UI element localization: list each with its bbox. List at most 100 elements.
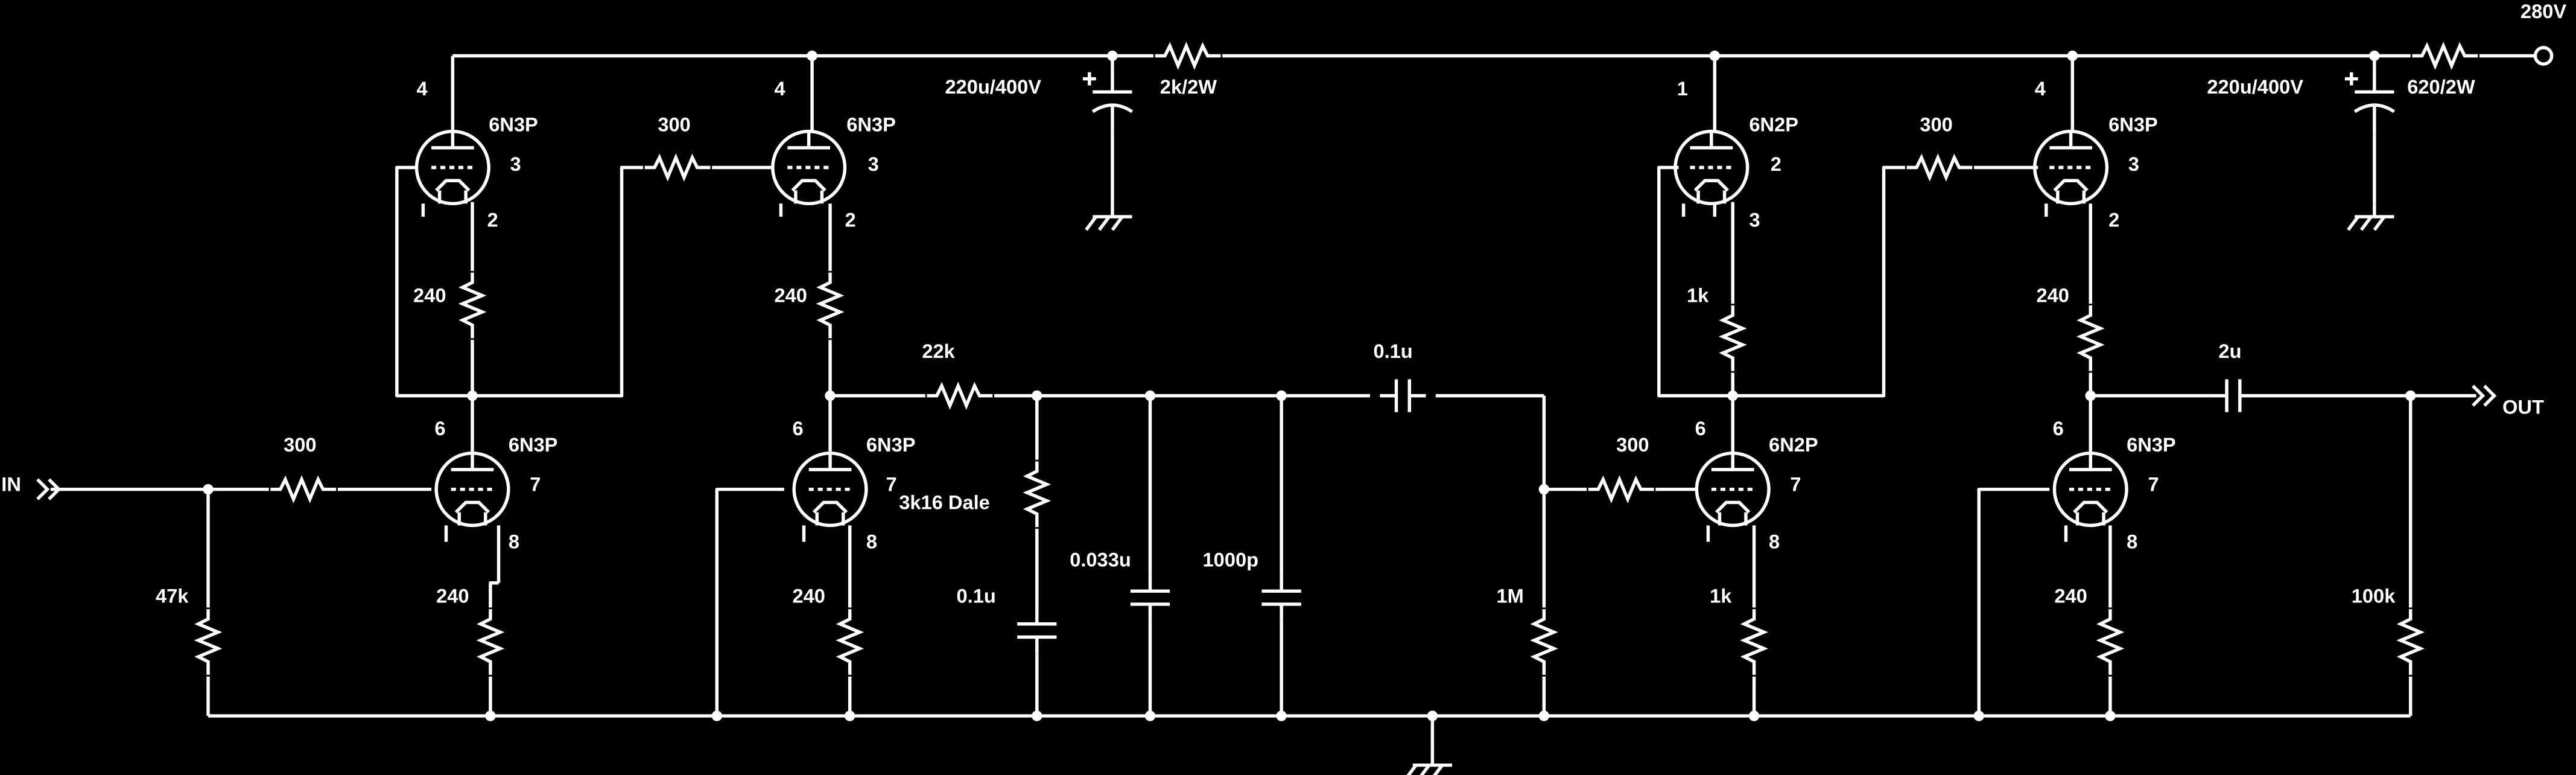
pin-label: 4 — [417, 77, 428, 100]
tube-type: 6N3P — [2127, 433, 2176, 456]
resistor-icon — [1723, 305, 1743, 371]
capacitor-label: 0.1u — [956, 584, 995, 607]
capacitor: 0.1u — [956, 584, 1056, 653]
tube-v4-upper: 6N3P 4 3 2 — [2035, 77, 2158, 231]
triode-icon — [417, 132, 489, 204]
resistor-icon — [2101, 609, 2121, 675]
resistor: 22k — [922, 340, 992, 406]
junction-dot — [485, 710, 496, 721]
triode-icon — [1696, 453, 1769, 526]
junction-dot — [711, 710, 723, 721]
resistor-label: 620/2W — [2407, 75, 2475, 98]
tube-v3-lower: 6N2P 6 7 8 — [1695, 417, 1818, 553]
resistor-label: 47k — [156, 584, 189, 607]
resistor-label: 1k — [1687, 284, 1709, 307]
capacitor-label: 220u/400V — [2207, 75, 2303, 98]
resistor: 1M — [1496, 584, 1553, 675]
junction-dot — [1144, 710, 1156, 721]
resistor-icon — [820, 273, 840, 339]
pin-label: 4 — [775, 77, 785, 100]
tube-type: 6N3P — [866, 433, 916, 456]
junction-dot — [203, 483, 214, 495]
resistor: 240 — [2054, 584, 2120, 675]
resistor: 300 — [270, 433, 336, 499]
resistor-label: 300 — [284, 433, 316, 456]
output-label: OUT — [2502, 396, 2544, 418]
resistor-label: 300 — [658, 113, 690, 136]
resistor-icon — [2400, 609, 2420, 675]
tube-v1-upper: 6N3P 4 3 2 — [417, 77, 538, 231]
pin-label: 3 — [868, 153, 879, 175]
resistor: 620/2W — [2407, 46, 2478, 98]
junction-dot — [844, 710, 855, 721]
pin-label: 2 — [1771, 153, 1781, 175]
capacitor-label: 0.033u — [1070, 549, 1131, 571]
triode-icon — [794, 453, 866, 526]
junction-dot — [1032, 390, 1042, 401]
resistor-label: 240 — [2054, 584, 2087, 607]
pin-label: 6 — [2053, 417, 2064, 439]
capacitor-icon — [1261, 575, 1301, 620]
pin-label: 8 — [866, 531, 877, 553]
pin-label: 7 — [1790, 473, 1801, 495]
junction-dot — [1427, 710, 1438, 721]
triode-icon — [2054, 453, 2127, 526]
pin-label: 1 — [1677, 77, 1688, 100]
resistor-label: 1M — [1496, 584, 1523, 607]
junction-dot — [2067, 50, 2078, 62]
pin-label: 2 — [845, 208, 856, 231]
tube-type: 6N2P — [1769, 433, 1818, 456]
ground-icon — [2348, 203, 2394, 230]
resistor: 3k16 Dale — [899, 461, 1047, 527]
junction-dot — [807, 50, 817, 62]
resistor: 300 — [1588, 433, 1654, 499]
tube-v3-upper: 6N2P 1 2 3 — [1675, 77, 1798, 231]
capacitor: 220u/400V — [945, 69, 1132, 135]
output-port: OUT — [2473, 386, 2544, 418]
capacitor-icon — [2210, 379, 2256, 412]
resistor-label: 240 — [413, 284, 446, 307]
junction-dot — [2369, 50, 2380, 62]
pin-label: 4 — [2035, 77, 2046, 100]
resistor-icon — [927, 386, 993, 406]
pin-label: 7 — [886, 473, 897, 495]
resistor: 300 — [1907, 113, 1973, 177]
resistor-label: 3k16 Dale — [899, 491, 990, 513]
junction-dot — [1276, 390, 1287, 401]
junction-dot — [2405, 390, 2416, 401]
pin-label: 7 — [2148, 473, 2159, 495]
resistor: 100k — [2352, 584, 2420, 675]
resistor: 300 — [645, 113, 711, 177]
resistor: 240 — [2036, 284, 2100, 371]
junction-dot — [1973, 710, 1984, 721]
resistor-icon — [1534, 609, 1554, 675]
pin-label: 3 — [1749, 208, 1760, 231]
resistor-icon — [1744, 609, 1764, 675]
capacitor-icon — [1017, 608, 1056, 654]
junction-dots — [203, 50, 2416, 721]
capacitor-label: 0.1u — [1373, 340, 1412, 362]
ground-icon — [1086, 203, 1132, 230]
capacitor: 1000p — [1203, 549, 1301, 621]
tube-type: 6N3P — [489, 113, 538, 136]
junction-dot — [1727, 390, 1738, 401]
resistor: 240 — [775, 273, 840, 339]
resistor-label: 300 — [1920, 113, 1952, 136]
pin-label: 7 — [530, 473, 541, 495]
junction-dot — [2105, 710, 2116, 721]
triode-icon — [2035, 132, 2107, 204]
pin-label: 8 — [1769, 531, 1780, 553]
pin-label: 3 — [510, 153, 521, 175]
pin-label: 6 — [1695, 417, 1706, 439]
supply-terminal: 280V — [2520, 0, 2566, 66]
junction-dot — [1032, 710, 1042, 721]
resistor-label: 22k — [922, 340, 955, 362]
tube-type: 6N2P — [1749, 113, 1798, 136]
resistor: 300 — [0, 0, 336, 499]
resistor-label: 240 — [792, 584, 825, 607]
resistor-label: 300 — [1616, 433, 1649, 456]
capacitor-icon — [1380, 379, 1426, 412]
junction-dot — [1748, 710, 1760, 721]
resistor: 1k — [1687, 284, 1742, 371]
